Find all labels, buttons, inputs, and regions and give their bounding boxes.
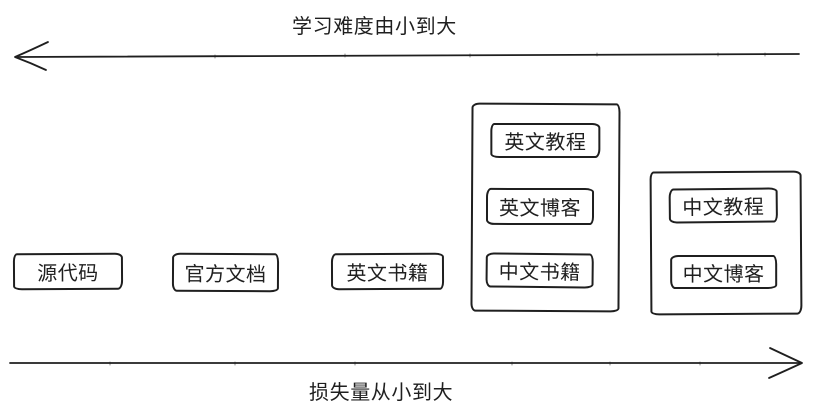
top-axis-label: 学习难度由小到大 bbox=[292, 16, 457, 38]
node-chinese-books: 中文书籍 bbox=[485, 252, 594, 289]
node-english-books: 英文书籍 bbox=[330, 252, 445, 291]
group-mid: 英文教程 英文博客 中文书籍 bbox=[470, 102, 621, 313]
node-chinese-tutorials: 中文教程 bbox=[668, 187, 778, 224]
node-chinese-blogs: 中文博客 bbox=[670, 254, 778, 290]
bottom-axis-arrow bbox=[9, 347, 803, 379]
node-english-blogs: 英文博客 bbox=[485, 187, 595, 226]
top-axis-arrow bbox=[14, 41, 800, 71]
arrow-left-icon bbox=[14, 41, 49, 71]
node-source-code: 源代码 bbox=[12, 252, 124, 291]
group-right: 中文教程 中文博客 bbox=[649, 170, 803, 316]
node-official-docs: 官方文档 bbox=[171, 252, 280, 293]
arrow-right-icon bbox=[768, 347, 803, 379]
node-label: 英文书籍 bbox=[346, 262, 429, 286]
node-label: 英文教程 bbox=[504, 131, 587, 155]
node-label: 官方文档 bbox=[184, 263, 267, 287]
node-label: 源代码 bbox=[37, 262, 99, 286]
node-label: 中文教程 bbox=[682, 196, 765, 220]
node-label: 中文书籍 bbox=[498, 261, 581, 285]
node-label: 中文博客 bbox=[682, 263, 765, 286]
bottom-axis-label: 损失量从小到大 bbox=[309, 382, 454, 404]
node-english-tutorials: 英文教程 bbox=[490, 122, 601, 159]
node-label: 英文博客 bbox=[498, 197, 582, 221]
